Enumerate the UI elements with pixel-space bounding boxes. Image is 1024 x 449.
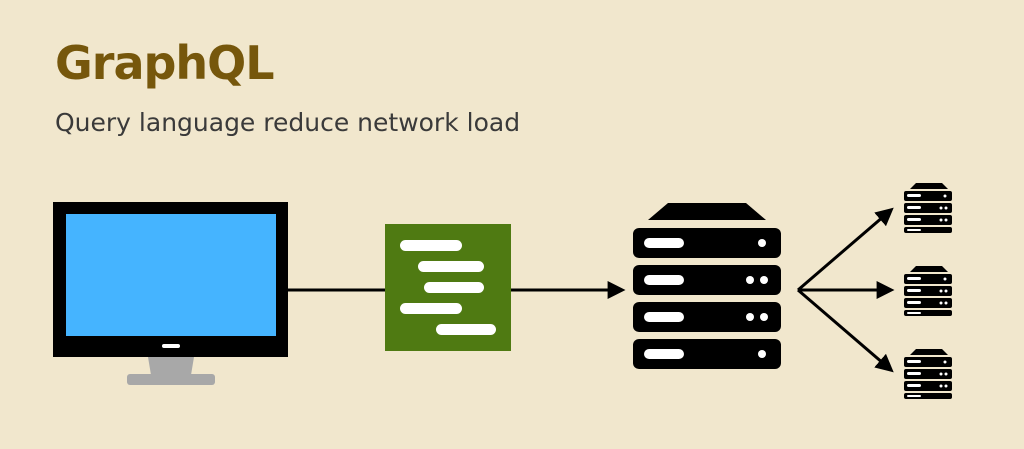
data-source-server-top [904,183,952,233]
data-source-server-middle [904,266,952,316]
data-source-server-bottom [904,349,952,399]
diagram-title: GraphQL [55,36,275,90]
computer-monitor-icon [53,202,288,385]
diagram-subtitle: Query language reduce network load [55,108,521,137]
server-stack-icon [633,203,781,369]
graphql-query-document-icon [385,224,511,351]
server-to-source-top-arrow [797,207,894,292]
server-to-source-bottom-arrow [797,288,894,373]
